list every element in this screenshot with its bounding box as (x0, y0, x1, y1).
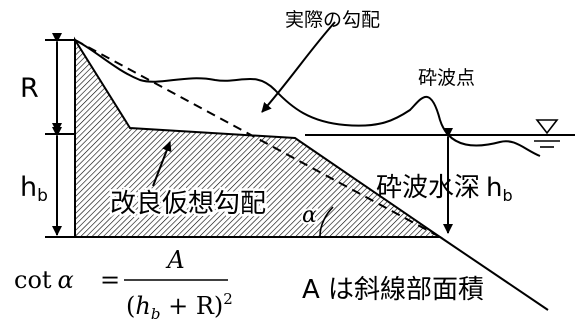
formula-den-power: 2 (223, 290, 233, 308)
improved-slope-label: 改良仮想勾配 (110, 189, 266, 219)
formula-denominator: (hb + R)2 (126, 290, 233, 323)
hb-label-sub: b (37, 186, 48, 206)
r-label: R (20, 73, 39, 104)
alpha-arc (319, 206, 334, 237)
hatched-area-note: A は斜線部面積 (302, 275, 484, 305)
actual-slope-leader (261, 21, 336, 113)
breaking-point-label: 砕波点 (418, 67, 475, 89)
formula-den-open: ( (126, 292, 135, 320)
formula-cot: cot (14, 266, 52, 294)
slope-extension-line (439, 236, 549, 311)
formula-den-rest: + R) (160, 292, 223, 320)
breaking-depth-h: h (486, 173, 502, 203)
breaking-depth-sub: b (503, 186, 513, 205)
hatched-area (74, 36, 444, 238)
formula-den-h: h (135, 292, 150, 320)
alpha-label: α (302, 203, 317, 228)
formula-den-b: b (151, 305, 161, 323)
formula-numerator: A (165, 246, 184, 274)
water-level-symbol (535, 119, 559, 135)
improved-slope-line (74, 39, 441, 238)
hb-label: hb (20, 172, 48, 206)
actual-slope-label: 実際の勾配 (285, 9, 380, 31)
hb-label-main: h (20, 172, 37, 203)
formula-equals: = (100, 266, 120, 294)
breaking-depth-text: 砕波水深 (376, 173, 480, 203)
actual-slope-curve (74, 39, 541, 157)
formula-alpha: α (58, 266, 74, 294)
improved-slope-leader (152, 141, 172, 187)
